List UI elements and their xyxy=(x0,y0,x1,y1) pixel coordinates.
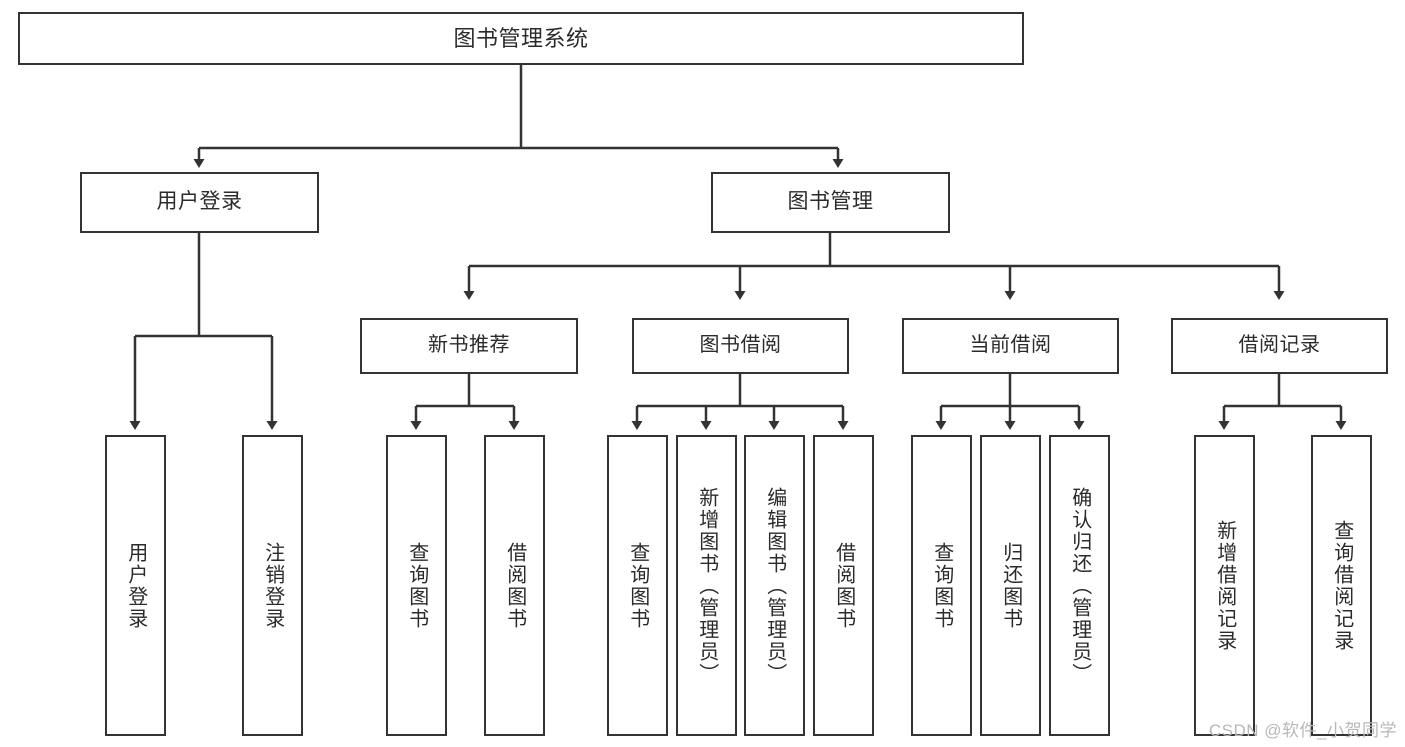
node-user-login[interactable]: 用户登录 xyxy=(80,172,319,233)
node-label: 图书管理 xyxy=(787,190,874,214)
node-label: 当前借阅 xyxy=(969,334,1052,357)
watermark: CSDN @软件_小贺同学 xyxy=(1208,721,1397,740)
leaf-borrow-book[interactable]: 借阅图书 xyxy=(813,435,874,736)
leaf-logout[interactable]: 注销登录 xyxy=(242,435,303,736)
node-book-management[interactable]: 图书管理 xyxy=(711,172,950,233)
leaf-confirm-return-admin[interactable]: 确认归还（管理员） xyxy=(1049,435,1110,736)
node-label: 借阅图书 xyxy=(832,541,855,630)
node-current-borrow[interactable]: 当前借阅 xyxy=(902,318,1119,374)
node-label: 查询图书 xyxy=(626,541,649,630)
leaf-user-login[interactable]: 用户登录 xyxy=(105,435,166,736)
node-label: 归还图书 xyxy=(999,541,1022,630)
leaf-add-borrow-record[interactable]: 新增借阅记录 xyxy=(1194,435,1255,736)
leaf-return-book[interactable]: 归还图书 xyxy=(980,435,1041,736)
node-label: 查询借阅记录 xyxy=(1330,519,1353,652)
leaf-borrow-book-recommend[interactable]: 借阅图书 xyxy=(484,435,545,736)
node-label: 借阅图书 xyxy=(503,541,526,630)
leaf-query-book-current[interactable]: 查询图书 xyxy=(911,435,972,736)
leaf-edit-book-admin[interactable]: 编辑图书（管理员） xyxy=(744,435,805,736)
node-label: 图书管理系统 xyxy=(453,25,589,51)
node-label: 新增图书（管理员） xyxy=(695,486,718,685)
leaf-query-book-borrow[interactable]: 查询图书 xyxy=(607,435,668,736)
node-label: 用户登录 xyxy=(156,190,243,214)
node-label: 注销登录 xyxy=(261,541,284,630)
leaf-add-book-admin[interactable]: 新增图书（管理员） xyxy=(676,435,737,736)
node-root-system[interactable]: 图书管理系统 xyxy=(18,12,1024,65)
node-label: 编辑图书（管理员） xyxy=(763,486,786,685)
node-label: 确认归还（管理员） xyxy=(1068,486,1091,685)
leaf-query-borrow-record[interactable]: 查询借阅记录 xyxy=(1311,435,1372,736)
node-label: 查询图书 xyxy=(405,541,428,630)
node-label: 新增借阅记录 xyxy=(1213,519,1236,652)
node-label: 借阅记录 xyxy=(1238,334,1321,357)
node-new-book-recommend[interactable]: 新书推荐 xyxy=(360,318,578,374)
node-book-borrow[interactable]: 图书借阅 xyxy=(632,318,849,374)
node-label: 图书借阅 xyxy=(699,334,782,357)
node-borrow-record[interactable]: 借阅记录 xyxy=(1171,318,1388,374)
node-label: 用户登录 xyxy=(124,541,147,630)
node-label: 查询图书 xyxy=(930,541,953,630)
node-label: 新书推荐 xyxy=(428,334,510,357)
leaf-query-book-recommend[interactable]: 查询图书 xyxy=(386,435,447,736)
